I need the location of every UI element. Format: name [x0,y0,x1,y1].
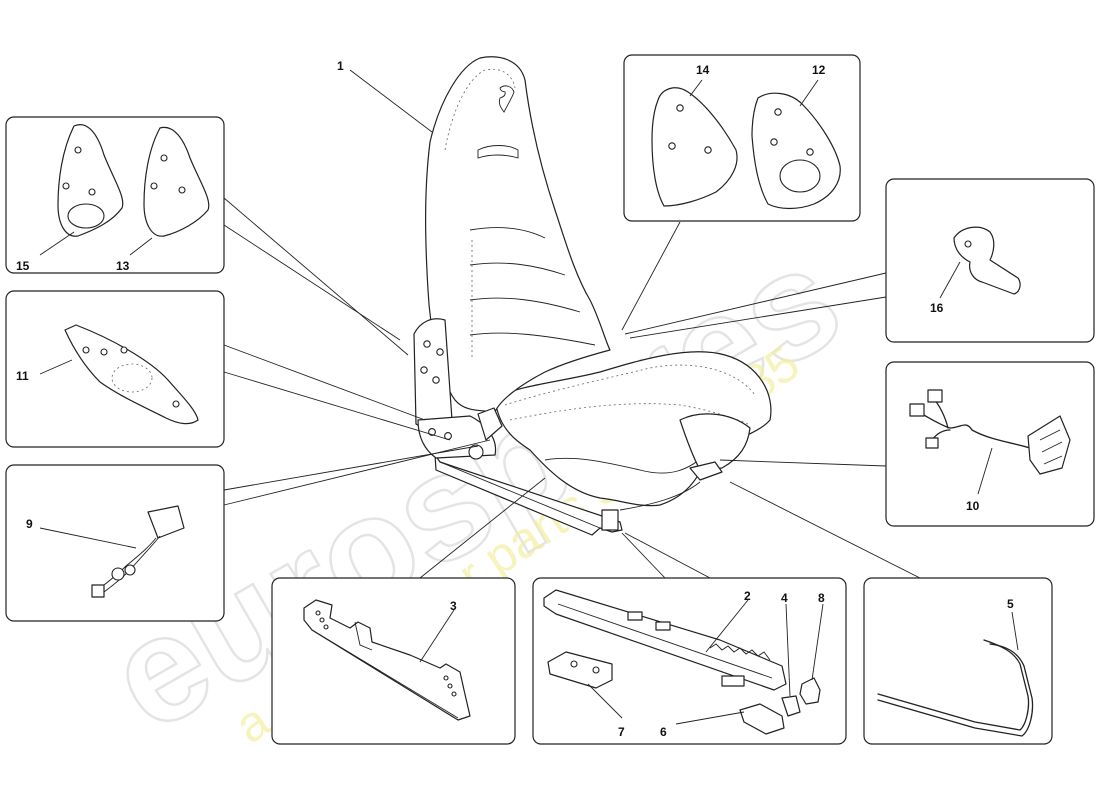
box-side-covers-13-15: 15 13 [5,116,225,274]
leader-lines [223,69,921,579]
seat-main-illustration [413,56,772,536]
box-tube-5: 5 [863,577,1053,745]
callout-1: 1 [337,59,344,73]
callout-11: 11 [16,369,29,383]
callout-4: 4 [781,591,788,605]
callout-13: 13 [116,259,130,273]
callout-16: 16 [930,301,944,315]
box-seat-rail-2-4-6-7-8: 2 4 8 7 6 [532,577,847,745]
box-part-16: 16 [885,178,1095,343]
box-wiring-harness-10: 10 [885,361,1095,527]
box-part-11: 11 [5,290,225,448]
box-back-covers-12-14: 14 12 [623,54,861,222]
callout-8: 8 [818,591,825,605]
callout-12: 12 [812,63,826,77]
callout-6: 6 [660,725,667,739]
box-seat-bracket-3: 3 [271,577,516,745]
callout-2: 2 [744,589,751,603]
callout-15: 15 [16,259,30,273]
callout-9: 9 [26,517,33,531]
callout-3: 3 [450,599,457,613]
box-seatbelt-buckle-9: 9 [5,464,225,622]
callout-7: 7 [618,725,625,739]
callout-5: 5 [1007,597,1014,611]
callout-10: 10 [966,499,980,513]
callout-14: 14 [696,63,710,77]
prancing-horse-emblem [498,85,515,113]
